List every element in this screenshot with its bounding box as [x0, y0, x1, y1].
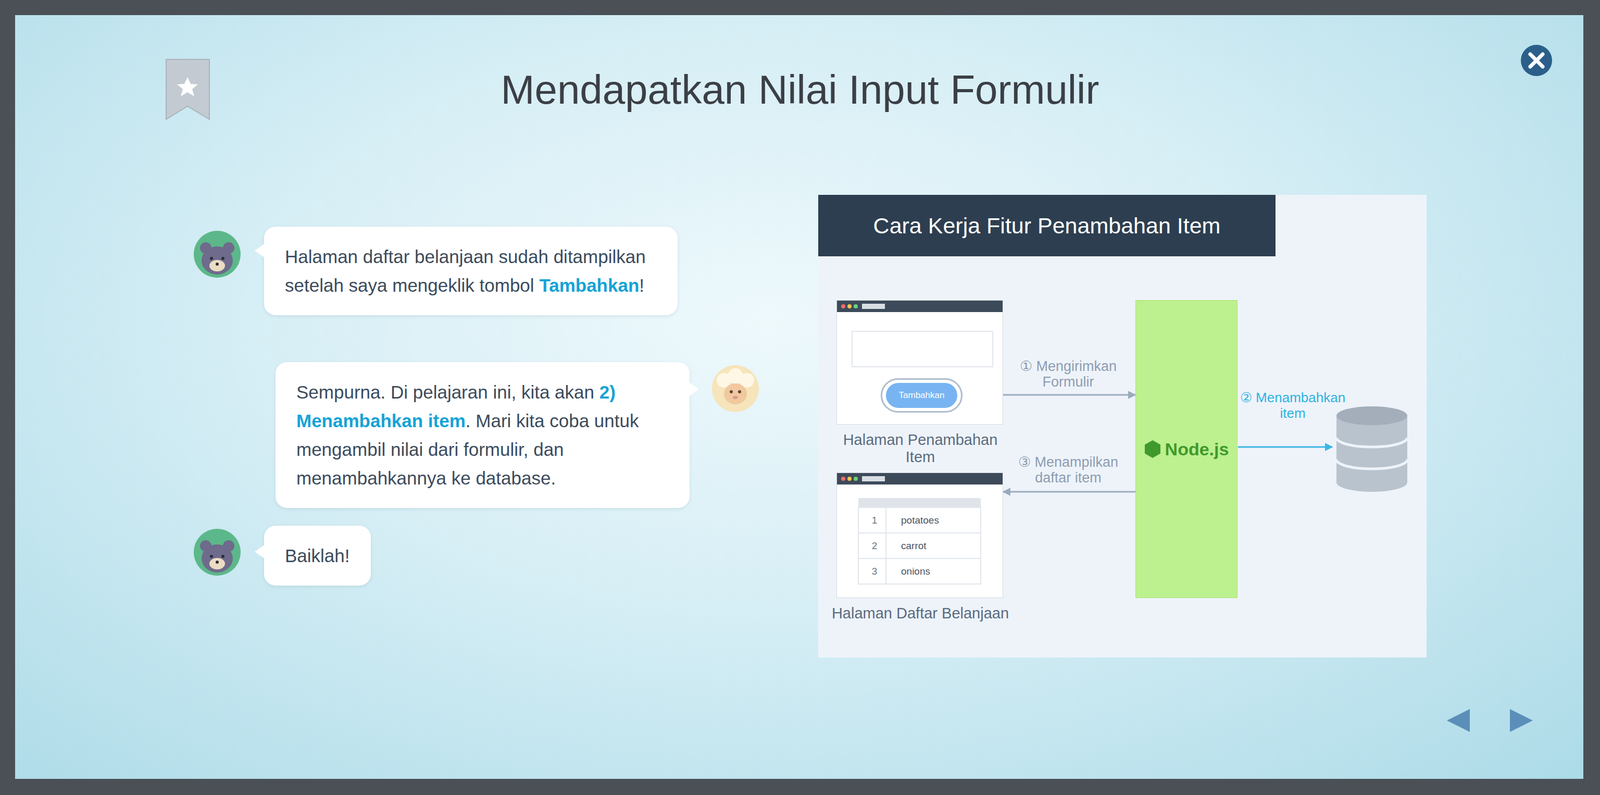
sheep-avatar: [711, 365, 759, 412]
table-cell: potatoes: [901, 514, 974, 527]
table-cell: carrot: [901, 540, 974, 552]
nodejs-icon: [1144, 439, 1161, 459]
button-text: Tambahkan: [885, 382, 958, 408]
table-cell: 1: [866, 514, 883, 527]
diagram-panel: Cara Kerja Fitur Penambahan ItemHalaman …: [818, 194, 1427, 658]
bubble-text: Sempurna. Di pelajaran ini, kita akan: [296, 381, 595, 403]
chat-bubble: Sempurna. Di pelajaran ini, kita akan2) …: [275, 361, 690, 508]
window-dot: [853, 476, 858, 481]
table-cell: 2: [866, 540, 883, 552]
bear-avatar: [193, 528, 241, 576]
step-label: ② Menambahkan item: [1232, 389, 1353, 421]
bubble-text: Halaman daftar belanjaan sudah ditampilk…: [284, 242, 657, 300]
window-titlebar: [836, 300, 1003, 312]
form-input: [851, 330, 994, 368]
table-cell: onions: [901, 565, 974, 578]
server-text: Node.js: [1165, 439, 1230, 460]
next-arrow: [1509, 708, 1533, 732]
chat-bubble: Halaman daftar belanjaan sudah ditampilk…: [264, 226, 678, 316]
bubble-tail: [254, 544, 266, 559]
window-tab: [861, 476, 885, 482]
window-titlebar: [836, 472, 1003, 485]
db-arrow: [1238, 446, 1333, 448]
page-title: Mendapatkan Nilai Input Formulir: [0, 63, 1600, 116]
window-dot: [847, 476, 852, 481]
window-dot: [853, 304, 858, 309]
close-button: [1520, 44, 1553, 77]
submit-button: Tambahkan: [880, 378, 963, 413]
window-tab: [861, 303, 885, 309]
window-dot: [841, 304, 846, 309]
bubble-text: Baiklah!: [284, 545, 350, 566]
bookmark-icon: [166, 59, 210, 120]
table-cell: 3: [866, 565, 883, 578]
highlight-text: Tambahkan: [539, 275, 640, 296]
chat-bubble: Baiklah!: [264, 525, 371, 586]
browser-window: Halaman Penambahan ItemTambahkan: [836, 300, 1004, 425]
bubble-text: Sempurna. Di pelajaran ini, kita akan2) …: [296, 377, 669, 493]
panel-header: Cara Kerja Fitur Penambahan Item: [818, 194, 1276, 257]
connector-arrow: [1003, 491, 1136, 493]
server-box: Node.js: [1135, 300, 1238, 598]
window-caption: Halaman Daftar Belanjaan: [826, 604, 1015, 622]
diagram-panel-ground: [818, 194, 1427, 658]
window-caption: Halaman Penambahan Item: [826, 431, 1015, 466]
list-table: [836, 472, 1004, 599]
prev-arrow: [1446, 708, 1470, 732]
edge-label: ① Mengirimkan Formulir: [1012, 358, 1125, 390]
edge-label: ③ Menampilkan daftar item: [1012, 454, 1125, 486]
bubble-text: !: [639, 275, 645, 296]
browser-window: Halaman Daftar Belanjaan: [836, 472, 1004, 598]
bubble-tail: [254, 243, 266, 258]
database-symbol: [1336, 406, 1408, 492]
bear-avatar: [193, 230, 241, 278]
window-dot: [847, 304, 852, 309]
bubble-text: Baiklah!: [284, 541, 350, 570]
bubble-tail: [688, 381, 699, 397]
window-dot: [841, 476, 846, 481]
